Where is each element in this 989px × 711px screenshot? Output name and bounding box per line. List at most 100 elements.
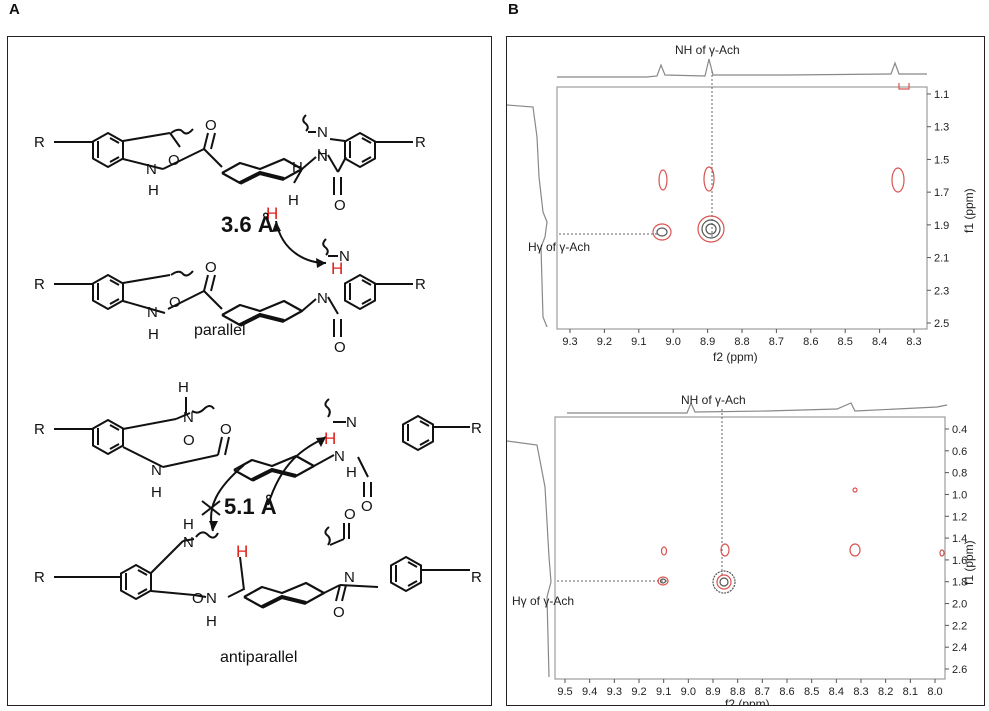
tick-label: 1.9	[934, 220, 949, 232]
tick-label: 2.1	[934, 253, 949, 265]
panel-a-frame: R R R R R R R R O N H O N H O N H H O N …	[7, 36, 492, 706]
cross-peak	[720, 543, 730, 557]
highlighted-h-proton: H	[266, 204, 278, 223]
f1-projection-trace	[506, 104, 548, 328]
highlighted-h-proton: H	[236, 542, 248, 561]
tick-label: 8.3	[906, 336, 921, 348]
cross-peak	[659, 578, 667, 584]
panel-b-letter: B	[508, 1, 519, 18]
atom-o: O	[361, 498, 373, 515]
tick-label: 2.3	[934, 285, 949, 297]
atom-n: N	[206, 590, 217, 607]
tick-label: 1.1	[934, 89, 949, 101]
tick-label: 9.5	[557, 686, 572, 698]
tick-label: 8.4	[872, 336, 887, 348]
r-group: R	[471, 569, 482, 586]
atom-n: N	[317, 148, 328, 165]
nh-label: NH of γ-Ach	[681, 393, 746, 407]
nh-label: NH of γ-Ach	[675, 43, 740, 57]
f2-projection-trace	[567, 401, 948, 414]
cross-peak	[891, 167, 905, 193]
tick-label: 9.0	[666, 336, 681, 348]
tick-label: 9.1	[631, 336, 646, 348]
tick-label: 9.0	[681, 686, 696, 698]
atom-n: N	[151, 462, 162, 479]
tick-label: 8.0	[927, 686, 942, 698]
r-group: R	[471, 420, 482, 437]
tick-label: 0.6	[952, 446, 967, 458]
tick-label: 8.3	[853, 686, 868, 698]
atom-h: H	[288, 192, 299, 209]
cross-peak	[656, 227, 668, 237]
tick-label: 8.8	[734, 336, 749, 348]
parallel-bottom-strand	[54, 238, 413, 337]
cross-peak	[703, 166, 715, 192]
f1-axis-label: f1 (ppm)	[962, 540, 976, 585]
atom-h: H	[292, 159, 303, 176]
cross-peak	[849, 543, 861, 557]
r-group: R	[34, 134, 45, 151]
tick-label: 8.1	[903, 686, 918, 698]
tick-label: 1.5	[934, 154, 949, 166]
tick-label: 1.7	[934, 187, 949, 199]
atom-o: O	[334, 339, 346, 356]
cross-peak	[658, 169, 668, 191]
cross-peak	[719, 577, 729, 587]
atom-n: N	[317, 290, 328, 307]
cross-peak	[898, 83, 910, 90]
atom-n: N	[183, 409, 194, 426]
plot-area	[556, 86, 928, 330]
atom-h: H	[148, 182, 159, 199]
atom-o: O	[169, 294, 181, 311]
atom-o: O	[183, 432, 195, 449]
cross-peak	[701, 219, 721, 239]
parallel-label: parallel	[194, 322, 246, 339]
atom-n: N	[344, 569, 355, 586]
tick-label: 0.8	[952, 468, 967, 480]
tick-label: 8.7	[755, 686, 770, 698]
tick-label: 1.4	[952, 533, 967, 545]
atom-n: N	[334, 448, 345, 465]
atom-h: H	[346, 464, 357, 481]
tick-label: 8.5	[804, 686, 819, 698]
hg-label: Hγ of γ-Ach	[512, 594, 574, 608]
atom-h: H	[206, 613, 217, 630]
tick-label: 1.0	[952, 489, 967, 501]
atom-h: H	[183, 516, 194, 533]
atom-o: O	[220, 421, 232, 438]
atom-h: H	[317, 146, 328, 163]
panel-a-letter: A	[9, 1, 20, 18]
tick-label: 2.6	[952, 664, 967, 676]
f2-axis-label: f2 (ppm)	[713, 350, 758, 364]
tick-label: 8.2	[878, 686, 893, 698]
cross-peak	[657, 576, 669, 586]
antiparallel-distance: 5.1 Å	[224, 493, 277, 519]
tick-label: 9.3	[607, 686, 622, 698]
r-group: R	[34, 421, 45, 438]
highlighted-h-proton: H	[331, 259, 343, 278]
atom-o: O	[333, 604, 345, 621]
tick-label: 2.5	[934, 318, 949, 330]
r-group: R	[34, 569, 45, 586]
tick-label: 8.9	[700, 336, 715, 348]
plot-area	[554, 416, 946, 680]
antiparallel-top-strand	[54, 397, 470, 497]
tick-label: 8.8	[730, 686, 745, 698]
structures-drawing: R R R R R R R R O N H O N H O N H H O N …	[34, 114, 482, 666]
tick-label: 9.4	[582, 686, 597, 698]
tick-label: 1.6	[952, 555, 967, 567]
cross-peak	[697, 215, 725, 243]
cross-peak	[852, 487, 858, 493]
tick-label: 1.8	[952, 577, 967, 589]
cross-peak	[716, 574, 732, 590]
tick-label: 8.9	[705, 686, 720, 698]
antiparallel-bottom-strand	[54, 523, 470, 609]
atom-n: N	[183, 534, 194, 551]
hg-label: Hγ of γ-Ach	[528, 240, 590, 254]
tick-label: 2.4	[952, 642, 967, 654]
r-group: R	[415, 134, 426, 151]
tick-label: 8.4	[829, 686, 844, 698]
